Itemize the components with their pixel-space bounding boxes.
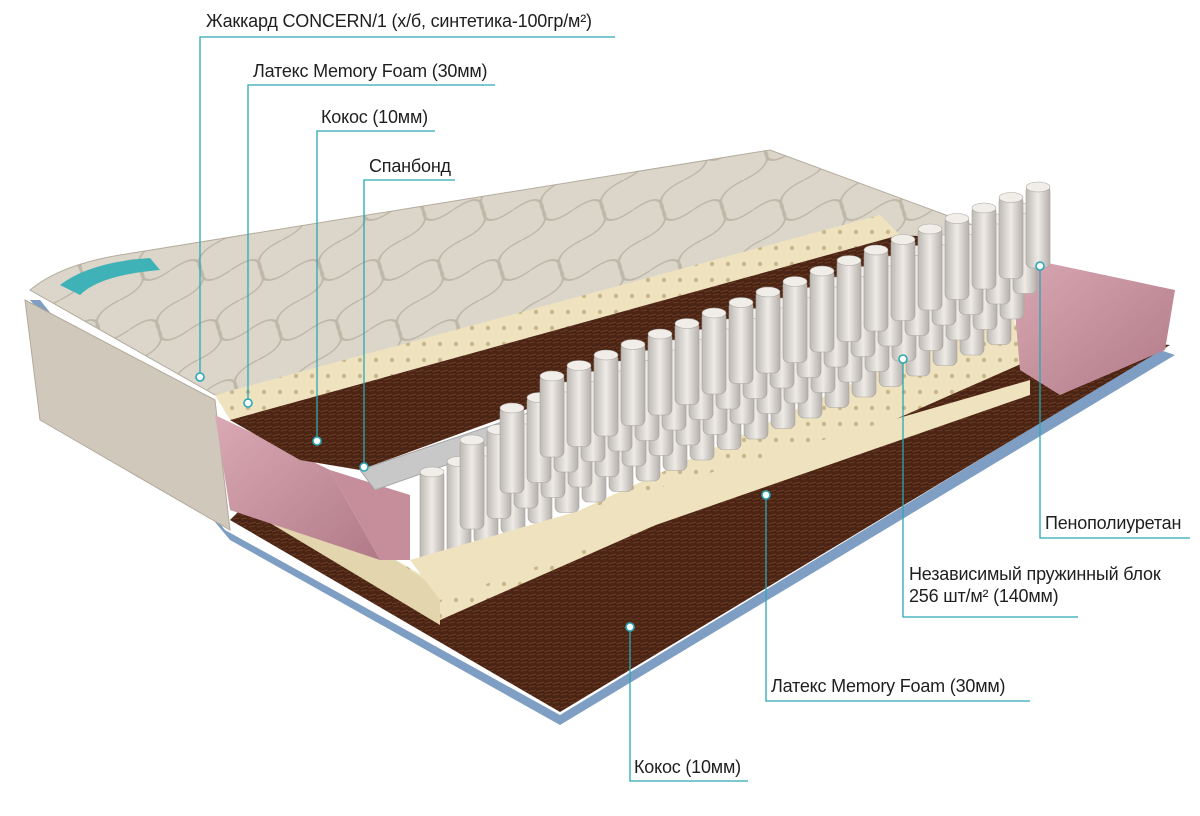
spring-cylinder [944, 213, 970, 300]
spring-cylinder [917, 223, 943, 311]
left-foam-block [215, 415, 380, 560]
jacquard-side-panel [24, 299, 231, 531]
jacquard-top-cover [29, 149, 1002, 396]
leader-spunbond [363, 179, 455, 467]
spring-cylinder [755, 286, 781, 374]
lower-latex-strip [410, 380, 1030, 600]
spring-cylinder [890, 234, 916, 321]
jacquard-logo-band [60, 258, 160, 295]
label-jacquard: Жаккард CONCERN/1 (х/б, синтетика-100гр/… [206, 11, 592, 31]
label-ppu: Пенополиуретан [1045, 513, 1182, 533]
spring-cylinder [998, 192, 1024, 279]
leader-latex-top [247, 84, 495, 403]
label-spring-block: Независимый пружинный блок 256 шт/м² (14… [909, 563, 1161, 607]
spring-cylinder [593, 349, 619, 437]
top-latex-layer [215, 215, 900, 420]
dot-jacquard [195, 372, 205, 382]
spring-cylinder [620, 339, 646, 426]
right-foam-block [1010, 255, 1175, 395]
spring-cylinder [647, 328, 673, 416]
mattress-illustration [24, 149, 1175, 725]
leader-latex-bottom [765, 495, 1030, 702]
label-latex-bottom: Латекс Memory Foam (30мм) [771, 676, 1006, 696]
dot-latex-bottom [761, 490, 771, 500]
dot-ppu [1035, 261, 1045, 271]
label-coconut-bottom: Кокос (10мм) [634, 757, 741, 777]
spring-cylinder [539, 370, 565, 458]
dot-coconut-top [312, 436, 322, 446]
spring-cylinder [863, 244, 889, 332]
spring-cylinder [566, 360, 592, 447]
dot-coconut-bottom [625, 622, 635, 632]
leader-coconut-bottom [629, 627, 748, 782]
spring-cylinder [836, 255, 862, 342]
label-coconut-top: Кокос (10мм) [321, 107, 428, 127]
leader-ppu [1039, 266, 1190, 539]
spring-cylinder [728, 297, 754, 384]
spring-cylinder [419, 466, 445, 566]
dot-spunbond [359, 462, 369, 472]
leader-spring-block [902, 359, 1078, 618]
label-spring-block-line1: Независимый пружинный блок [909, 564, 1161, 584]
label-latex-top: Латекс Memory Foam (30мм) [253, 61, 488, 81]
callout-leaders [195, 36, 1190, 782]
spring-cylinder [1025, 181, 1051, 269]
label-spring-block-line2: 256 шт/м² (140мм) [909, 586, 1059, 606]
label-spunbond: Спанбонд [369, 156, 451, 176]
dot-spring-block [898, 354, 908, 364]
leader-coconut-top [316, 130, 435, 441]
spring-cylinder [701, 307, 727, 395]
spring-block [419, 181, 1051, 566]
spring-cylinder [459, 434, 485, 530]
spring-cylinder [809, 265, 835, 353]
dot-latex-top [243, 398, 253, 408]
spring-cylinder [782, 276, 808, 363]
leader-jacquard [199, 36, 615, 377]
spring-cylinder [971, 202, 997, 290]
spring-cylinder [674, 318, 700, 405]
spring-cylinder [499, 402, 525, 494]
